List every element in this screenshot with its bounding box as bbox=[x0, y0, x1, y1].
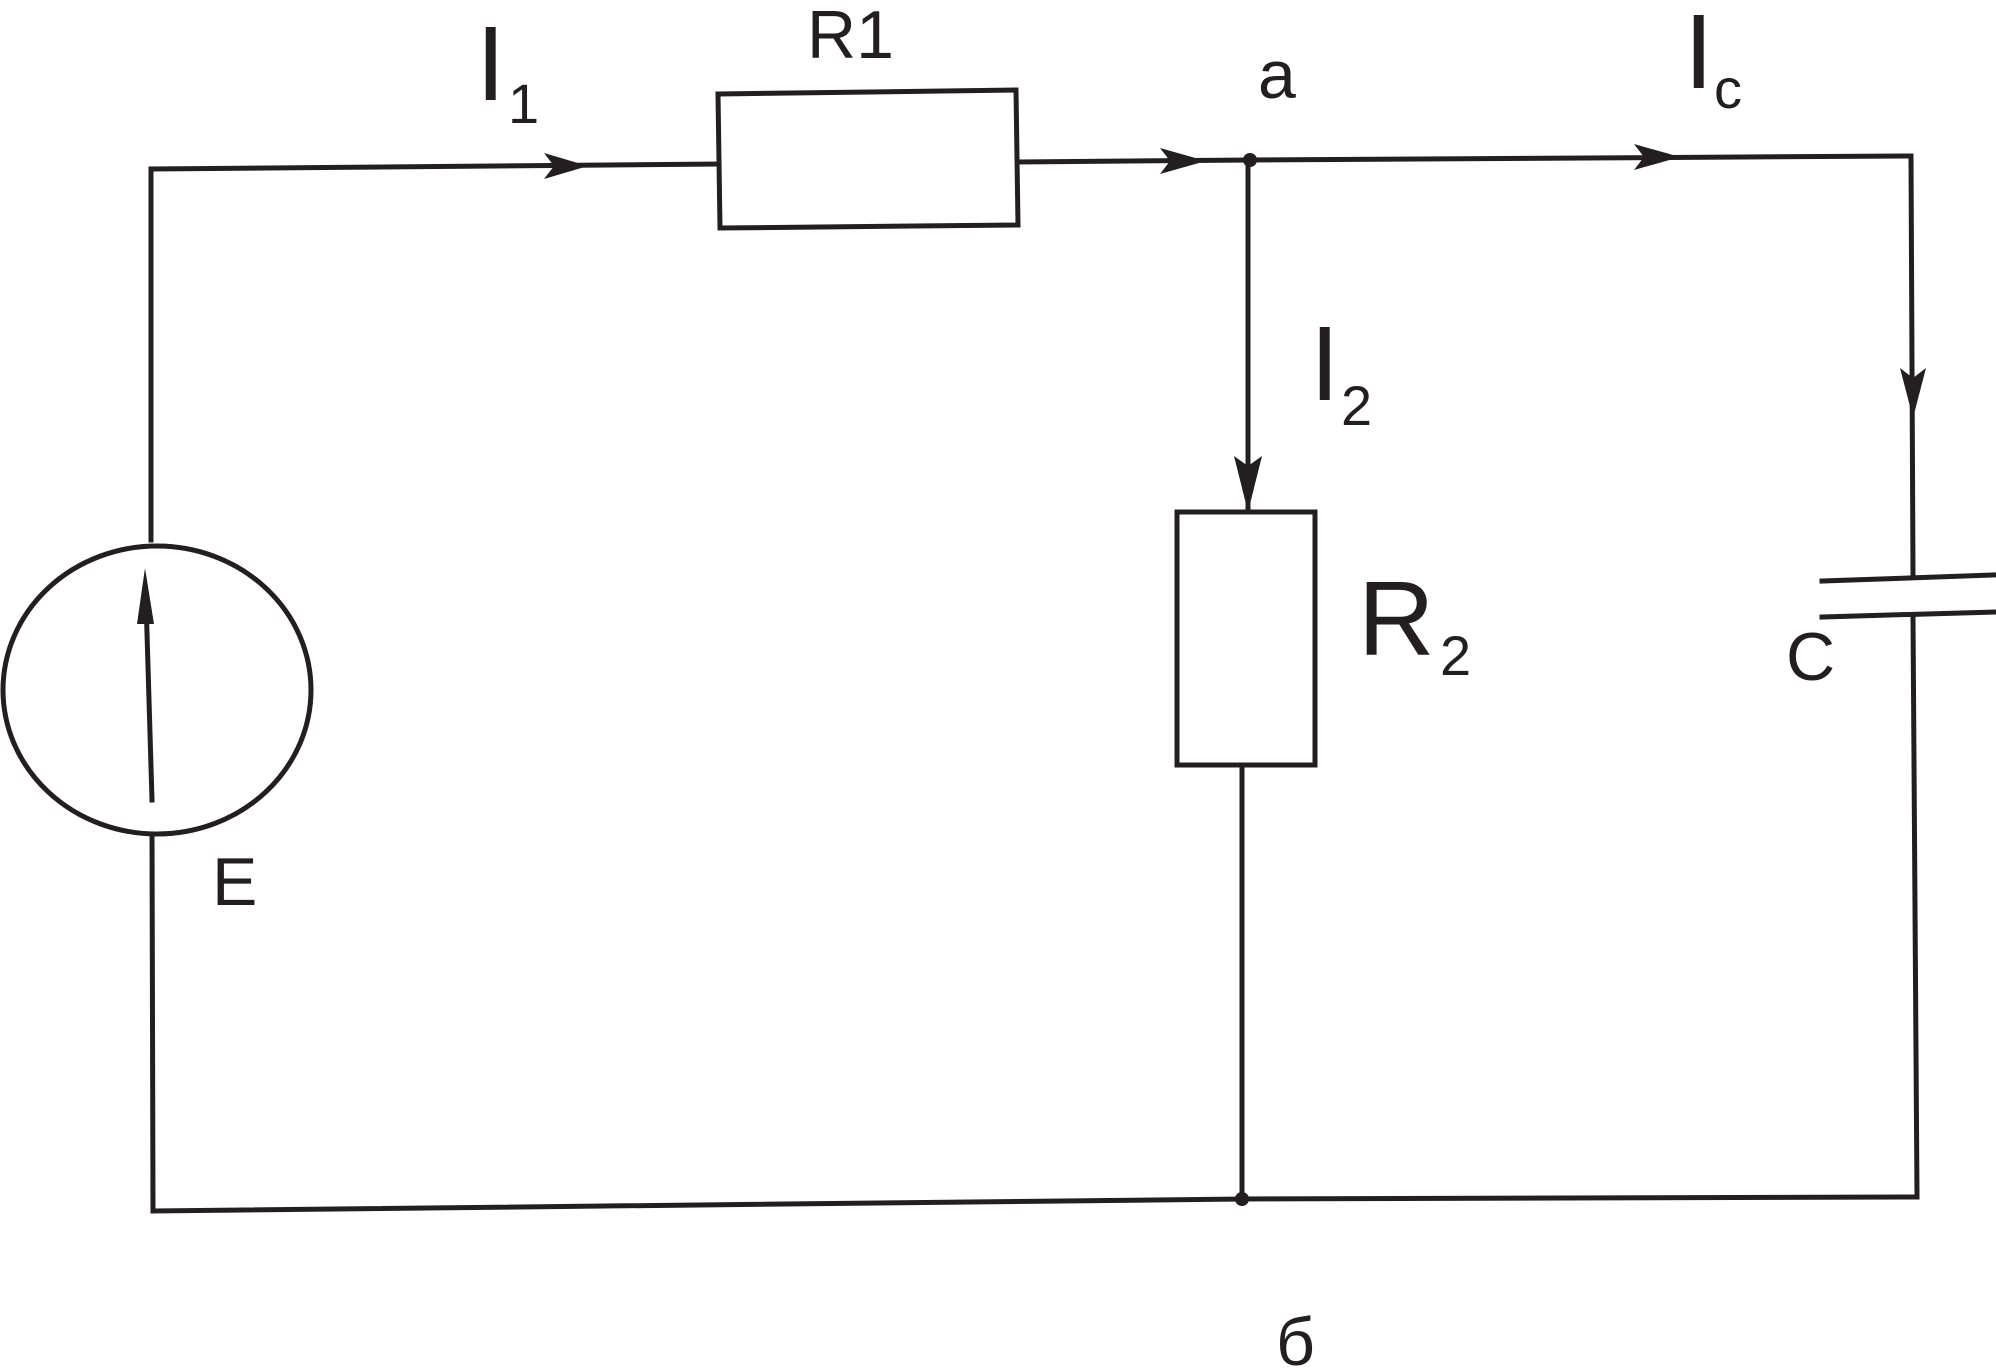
wire-bottom bbox=[149, 829, 1245, 1214]
wire-capacitor-bottom bbox=[1239, 614, 1920, 1202]
label-resistor-r1: R1 bbox=[807, 0, 894, 73]
current-arrow-i2 bbox=[1234, 456, 1262, 512]
current-arrow-i1 bbox=[544, 153, 588, 179]
label-current-2-subscript: 2 bbox=[1341, 374, 1372, 437]
wire-r1-to-node-a bbox=[1015, 157, 1253, 165]
label-resistor-r2-subscript: 2 bbox=[1440, 624, 1471, 687]
wire-top-right bbox=[1247, 153, 1916, 578]
resistor-r2 bbox=[1174, 509, 1318, 768]
capacitor-plate-top bbox=[1819, 572, 1996, 584]
capacitor-plate-bottom bbox=[1819, 609, 1996, 620]
label-current-1-subscript: 1 bbox=[508, 72, 539, 135]
current-arrow-capacitor-branch bbox=[1900, 368, 1926, 418]
resistor-r1 bbox=[715, 87, 1021, 231]
label-capacitor: C bbox=[1786, 619, 1835, 695]
emf-source-arrow-shaft bbox=[143, 597, 155, 803]
label-resistor-r2: R bbox=[1358, 560, 1435, 678]
wire-top-left bbox=[148, 161, 721, 543]
label-current-c: I bbox=[1684, 0, 1713, 111]
label-current-c-subscript: c bbox=[1714, 57, 1742, 120]
current-arrow-ic bbox=[1634, 144, 1680, 170]
node-a-dot bbox=[1243, 153, 1257, 167]
current-arrow-into-node-a bbox=[1160, 148, 1206, 174]
emf-source-circle bbox=[0, 543, 314, 837]
node-b-dot bbox=[1235, 1192, 1249, 1206]
label-current-1: I bbox=[476, 5, 505, 123]
label-node-a: a bbox=[1258, 37, 1296, 113]
label-emf-source: E bbox=[212, 844, 257, 920]
label-node-b: б bbox=[1276, 1304, 1315, 1368]
emf-source-arrowhead bbox=[137, 568, 154, 624]
label-current-2: I bbox=[1310, 305, 1339, 423]
